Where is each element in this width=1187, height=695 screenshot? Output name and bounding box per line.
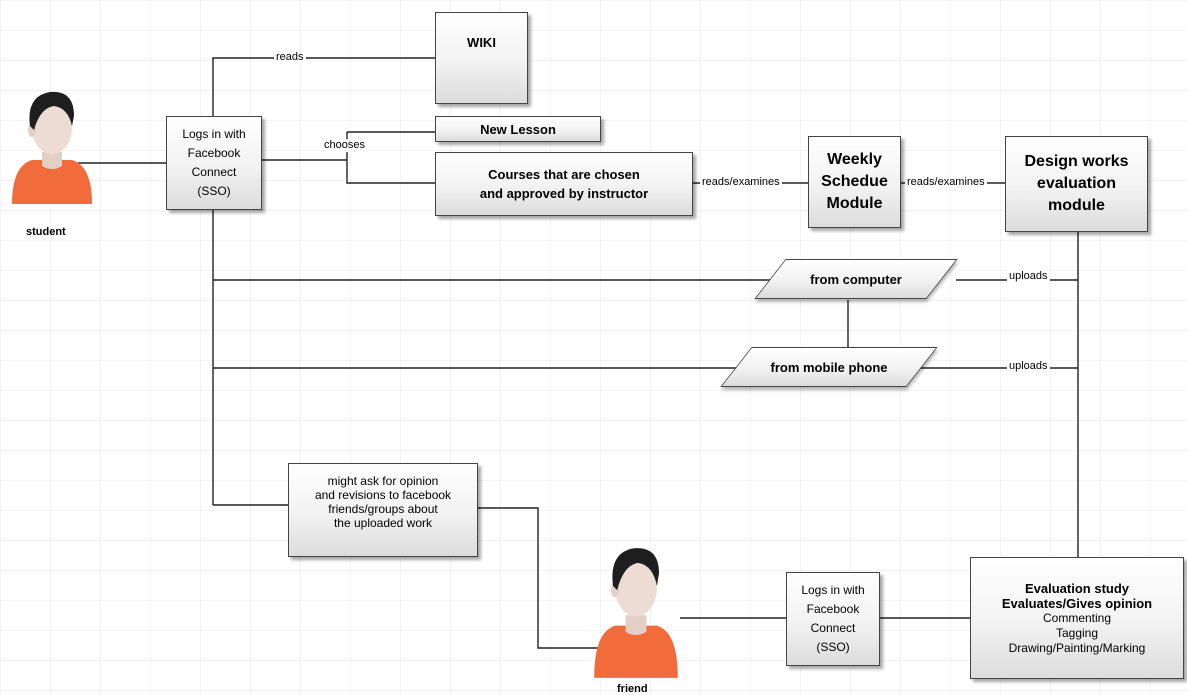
ask-opinion-line: and revisions to facebook: [314, 488, 452, 502]
evaluation-subtitle: Evaluates/Gives opinion: [1001, 595, 1153, 611]
friend-login-line: Logs in with: [801, 583, 865, 597]
wiki-box: WIKI: [435, 12, 528, 104]
ask-opinion-line: friends/groups about: [328, 502, 438, 516]
friend-login-line: Facebook: [806, 602, 860, 616]
ask-opinion-line: the uploaded work: [333, 516, 433, 530]
student-login-line: Facebook: [187, 146, 241, 160]
design-works-box: Design works evaluation module: [1005, 136, 1148, 232]
weekly-line: Module: [826, 195, 883, 212]
student-login-line: Connect: [191, 165, 237, 179]
courses-line: and approved by instructor: [479, 186, 649, 201]
evaluation-item: Commenting: [1042, 610, 1112, 625]
label-uploads-1: uploads: [1007, 270, 1050, 283]
edge-ask-friend: [478, 507, 600, 649]
friend-login-line: Connect: [810, 621, 856, 635]
wiki-label: WIKI: [467, 34, 496, 50]
weekly-schedule-box: Weekly Schedue Module: [808, 136, 901, 228]
evaluation-item: Tagging: [1055, 625, 1099, 640]
design-line: Design works: [1024, 153, 1129, 170]
student-login-line: Logs in with: [182, 127, 246, 141]
student-avatar-icon: [8, 86, 96, 211]
courses-line: Courses that are chosen: [488, 167, 640, 182]
label-uploads-2: uploads: [1007, 360, 1050, 373]
friend-login-line: (SSO): [816, 640, 850, 654]
from-mobile-label: from mobile phone: [770, 359, 888, 375]
label-chooses: chooses: [322, 139, 367, 152]
evaluation-item: Drawing/Painting/Marking: [1008, 640, 1146, 655]
new-lesson-box: New Lesson: [435, 116, 601, 142]
ask-opinion-line: might ask for opinion: [327, 474, 439, 488]
weekly-line: Schedue: [821, 173, 888, 190]
from-computer-label: from computer: [810, 271, 902, 287]
label-reads: reads: [274, 51, 306, 64]
friend-login-box: Logs in with Facebook Connect (SSO): [786, 572, 880, 666]
friend-label: friend: [617, 683, 648, 695]
evaluation-title: Evaluation study: [1024, 580, 1130, 596]
edge-reads-wiki: [212, 57, 435, 116]
design-line: module: [1048, 197, 1105, 214]
courses-box: Courses that are chosen and approved by …: [435, 152, 693, 216]
student-label: student: [26, 226, 66, 238]
label-reads-examines-2: reads/examines: [905, 176, 987, 189]
ask-opinion-box: might ask for opinion and revisions to f…: [288, 463, 478, 557]
friend-avatar-icon: [590, 542, 682, 685]
weekly-line: Weekly: [827, 151, 882, 168]
design-line: evaluation: [1036, 175, 1117, 192]
label-reads-examines-1: reads/examines: [700, 176, 782, 189]
new-lesson-label: New Lesson: [480, 121, 556, 137]
student-login-line: (SSO): [197, 184, 231, 198]
student-login-box: Logs in with Facebook Connect (SSO): [166, 116, 262, 210]
evaluation-study-box: Evaluation study Evaluates/Gives opinion…: [970, 557, 1184, 679]
